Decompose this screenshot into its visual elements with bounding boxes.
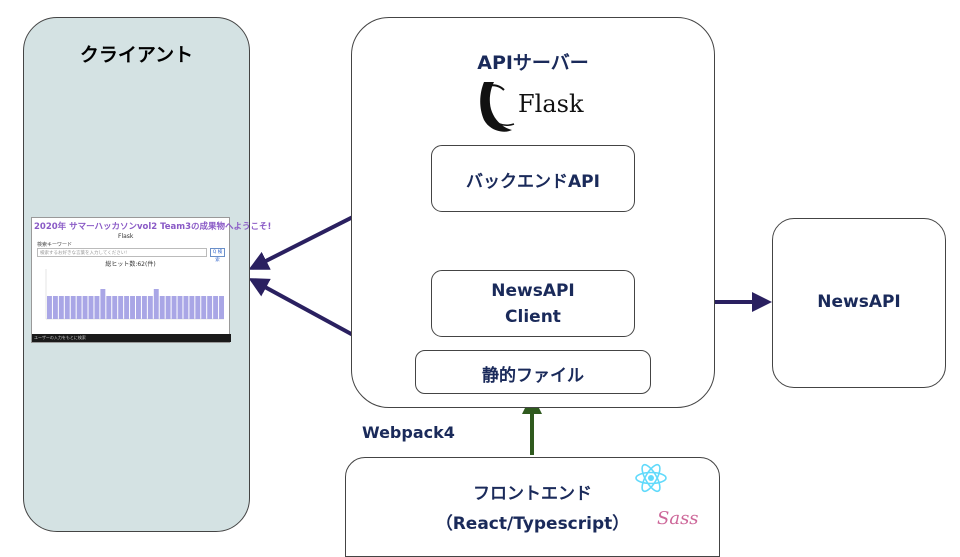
frontend-label-1: フロントエンド [473, 484, 592, 504]
screenshot-bar [124, 296, 130, 319]
screenshot-bar [52, 296, 58, 319]
screenshot-bar [165, 296, 171, 319]
screenshot-bar [136, 296, 141, 319]
screenshot-bar [94, 296, 100, 319]
screenshot-keyword-label: 検索キーワード [37, 242, 73, 248]
backend-api-label: バックエンドAPI [466, 172, 600, 192]
screenshot-bar [201, 296, 207, 319]
screenshot-bar [70, 296, 76, 319]
newsapi-client-label-1: NewsAPI [491, 281, 575, 301]
react-icon [634, 461, 668, 495]
frontend-label-2: （React/Typescript） [435, 514, 630, 534]
screenshot-flask-logo: Flask [118, 233, 134, 240]
static-files-label: 静的ファイル [482, 366, 584, 386]
newsapi-external-label: NewsAPI [817, 292, 901, 312]
screenshot-bar [112, 296, 118, 319]
screenshot-bar [118, 296, 124, 319]
screenshot-bar [64, 296, 70, 319]
screenshot-bar [58, 296, 64, 319]
screenshot-bar [159, 296, 165, 319]
screenshot-bar [147, 296, 153, 319]
sass-logo: Sass [655, 500, 705, 534]
webpack-label: Webpack4 [362, 423, 455, 442]
newsapi-client-box [431, 270, 635, 337]
app-screenshot: 2020年 サマーハッカソンvol2 Team3の成果物へようこそ! Flask… [31, 217, 272, 343]
screenshot-bar [183, 296, 189, 319]
backend-api-box [431, 145, 635, 212]
screenshot-bar [207, 296, 213, 319]
screenshot-total-hits: 総ヒット数:62(件) [105, 261, 156, 268]
screenshot-bar [213, 296, 219, 319]
screenshot-bar [47, 296, 52, 319]
screenshot-bar [100, 289, 106, 319]
api-server-panel [351, 17, 715, 408]
screenshot-title: 2020年 サマーハッカソンvol2 Team3の成果物へようこそ! [34, 222, 272, 232]
client-label: クライアント [79, 44, 194, 66]
screenshot-bar [88, 296, 94, 319]
screenshot-bar [153, 289, 159, 319]
sass-logo-text: Sass [657, 508, 699, 529]
flask-logo: Flask [470, 76, 590, 138]
screenshot-bar-chart [45, 269, 224, 320]
screenshot-bar [76, 296, 82, 319]
screenshot-bar [130, 296, 135, 319]
static-files-box [415, 350, 651, 394]
screenshot-bar [171, 296, 177, 319]
screenshot-search-button: Q 検索 [210, 248, 225, 263]
screenshot-bar [82, 296, 88, 319]
api-server-label: APIサーバー [477, 52, 589, 74]
screenshot-bar [177, 296, 183, 319]
screenshot-bar [189, 296, 195, 319]
screenshot-search-input: 検索するお好きな言葉を入力してください! [37, 248, 207, 257]
newsapi-client-label-2: Client [505, 307, 561, 327]
newsapi-external-box [772, 218, 946, 388]
screenshot-bar [195, 296, 201, 319]
flask-logo-text: Flask [518, 90, 584, 118]
screenshot-bar [141, 296, 147, 319]
screenshot-bar [219, 296, 224, 319]
screenshot-bar [106, 296, 112, 319]
screenshot-footer: ユーザーの入力をもとに検索 [32, 334, 231, 342]
